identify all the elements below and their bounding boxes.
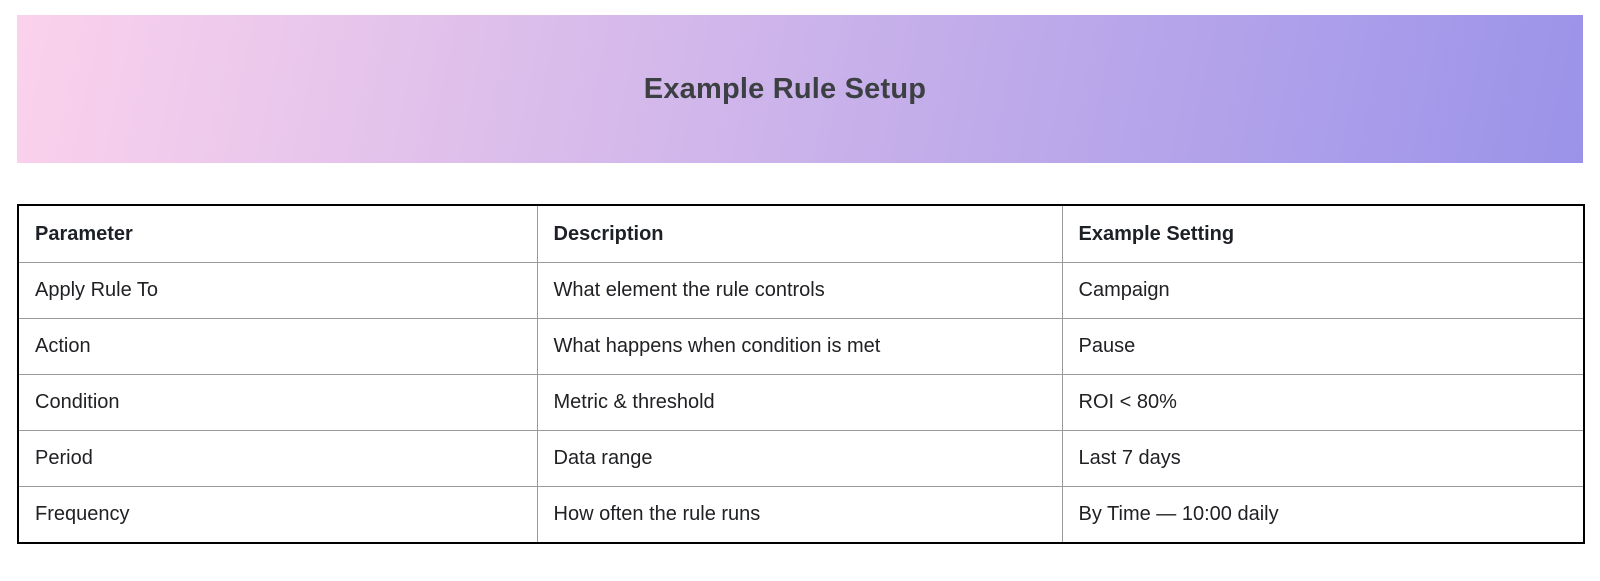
cell-parameter: Period [17, 430, 538, 487]
column-header-description: Description [536, 204, 1063, 263]
table-row: Period Data range Last 7 days [17, 430, 1585, 487]
rule-setup-table: Parameter Description Example Setting Ap… [17, 204, 1585, 544]
page-title: Example Rule Setup [643, 72, 927, 105]
table-row: Action What happens when condition is me… [17, 318, 1585, 375]
cell-example: Last 7 days [1061, 430, 1585, 487]
table-row: Frequency How often the rule runs By Tim… [17, 486, 1585, 544]
cell-description: What element the rule controls [536, 262, 1063, 319]
cell-description: What happens when condition is met [536, 318, 1063, 375]
cell-example: ROI < 80% [1061, 374, 1585, 431]
cell-parameter: Apply Rule To [17, 262, 538, 319]
table-row: Apply Rule To What element the rule cont… [17, 262, 1585, 319]
cell-parameter: Action [17, 318, 538, 375]
cell-example: Campaign [1061, 262, 1585, 319]
cell-parameter: Condition [17, 374, 538, 431]
column-header-example-setting: Example Setting [1061, 204, 1585, 263]
cell-description: Data range [536, 430, 1063, 487]
column-header-parameter: Parameter [17, 204, 538, 263]
table-header-row: Parameter Description Example Setting [17, 204, 1585, 263]
table-row: Condition Metric & threshold ROI < 80% [17, 374, 1585, 431]
cell-description: How often the rule runs [536, 486, 1063, 544]
header-banner: Example Rule Setup [17, 15, 1583, 163]
cell-description: Metric & threshold [536, 374, 1063, 431]
cell-parameter: Frequency [17, 486, 538, 544]
cell-example: Pause [1061, 318, 1585, 375]
cell-example: By Time — 10:00 daily [1061, 486, 1585, 544]
